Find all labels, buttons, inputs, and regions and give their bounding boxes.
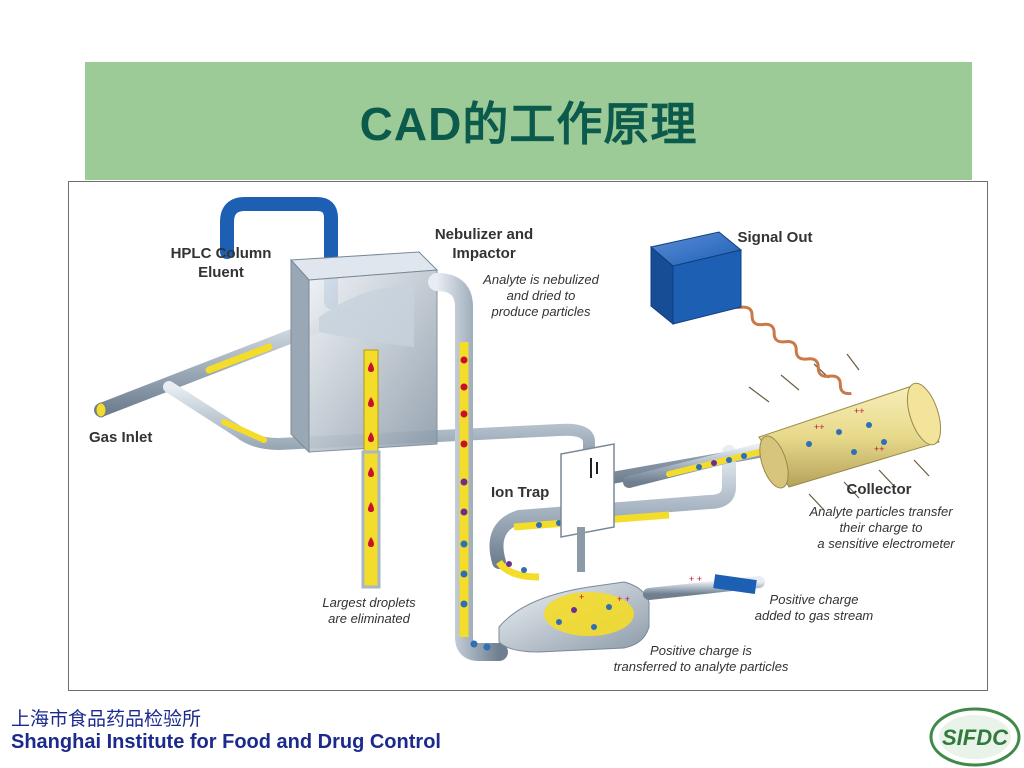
label-collector-note-1: Analyte particles transfer xyxy=(808,504,953,519)
label-collector-note-3: a sensitive electrometer xyxy=(817,536,955,551)
hplc-tube-icon xyxy=(220,197,338,309)
mixing-chamber: + + + xyxy=(498,581,650,653)
slide-title: CAD的工作原理 xyxy=(359,98,698,150)
label-hplc-line1: HPLC Column xyxy=(171,245,272,262)
label-hplc: HPLC Column Eluent xyxy=(171,245,272,281)
svg-text:+ +: + + xyxy=(617,594,630,604)
label-nebulizer-note-1: Analyte is nebulized xyxy=(482,272,599,287)
corona-needle-icon: + + xyxy=(643,574,765,600)
label-collector: Collector xyxy=(846,481,911,498)
label-nebulizer: Nebulizer and Impactor xyxy=(435,226,533,262)
label-positive-gas: Positive charge added to gas stream xyxy=(755,592,874,623)
ion-trap-loop xyxy=(489,445,736,569)
svg-text:+: + xyxy=(579,592,584,602)
label-nebulizer-note: Analyte is nebulized and dried to produc… xyxy=(482,272,599,319)
label-largest-droplets: Largest droplets are eliminated xyxy=(322,595,416,626)
label-nebulizer-note-3: produce particles xyxy=(491,304,591,319)
signal-box-icon xyxy=(649,231,743,326)
label-nebulizer-note-2: and dried to xyxy=(507,288,576,303)
particles-vertical xyxy=(460,356,491,651)
svg-text:+ +: + + xyxy=(689,574,702,584)
label-positive-transfer-2: transferred to analyte particles xyxy=(614,659,789,674)
institute-name-cn: 上海市食品药品检验所 xyxy=(11,708,202,730)
institute-name-en: Shanghai Institute for Food and Drug Con… xyxy=(11,731,441,753)
label-positive-gas-1: Positive charge xyxy=(770,592,859,607)
gas-inlet-stream xyxy=(205,343,273,374)
label-positive-transfer-1: Positive charge is xyxy=(650,643,752,658)
label-positive-gas-2: added to gas stream xyxy=(755,608,874,623)
label-nebulizer-line1: Nebulizer and xyxy=(435,226,533,243)
label-positive-transfer: Positive charge is transferred to analyt… xyxy=(614,643,789,674)
label-gas-inlet: Gas Inlet xyxy=(89,429,152,446)
logo-text: SIFDC xyxy=(942,725,1009,750)
gas-branch-tube xyxy=(163,381,765,488)
label-largest-droplets-1: Largest droplets xyxy=(322,595,416,610)
sifdc-logo: SIFDC xyxy=(929,707,1021,767)
collector-cylinder-icon: ++ ++ ++ xyxy=(748,353,942,511)
cad-diagram: + + + + + xyxy=(68,181,988,691)
svg-text:++: ++ xyxy=(854,406,865,416)
title-band: CAD的工作原理 xyxy=(85,62,972,180)
svg-text:++: ++ xyxy=(814,422,825,432)
label-collector-note: Analyte particles transfer their charge … xyxy=(808,504,955,551)
label-hplc-line2: Eluent xyxy=(198,264,244,281)
label-ion-trap: Ion Trap xyxy=(491,484,549,501)
label-collector-note-2: their charge to xyxy=(839,520,922,535)
cad-diagram-svg: + + + + + xyxy=(89,197,955,674)
label-signal-out: Signal Out xyxy=(738,229,813,246)
waste-stream xyxy=(361,450,381,589)
svg-text:++: ++ xyxy=(874,444,885,454)
ion-trap-electrodes-icon xyxy=(560,443,615,572)
label-largest-droplets-2: are eliminated xyxy=(328,611,410,626)
nebulizer-chamber-icon xyxy=(289,251,439,461)
label-nebulizer-line2: Impactor xyxy=(452,245,516,262)
